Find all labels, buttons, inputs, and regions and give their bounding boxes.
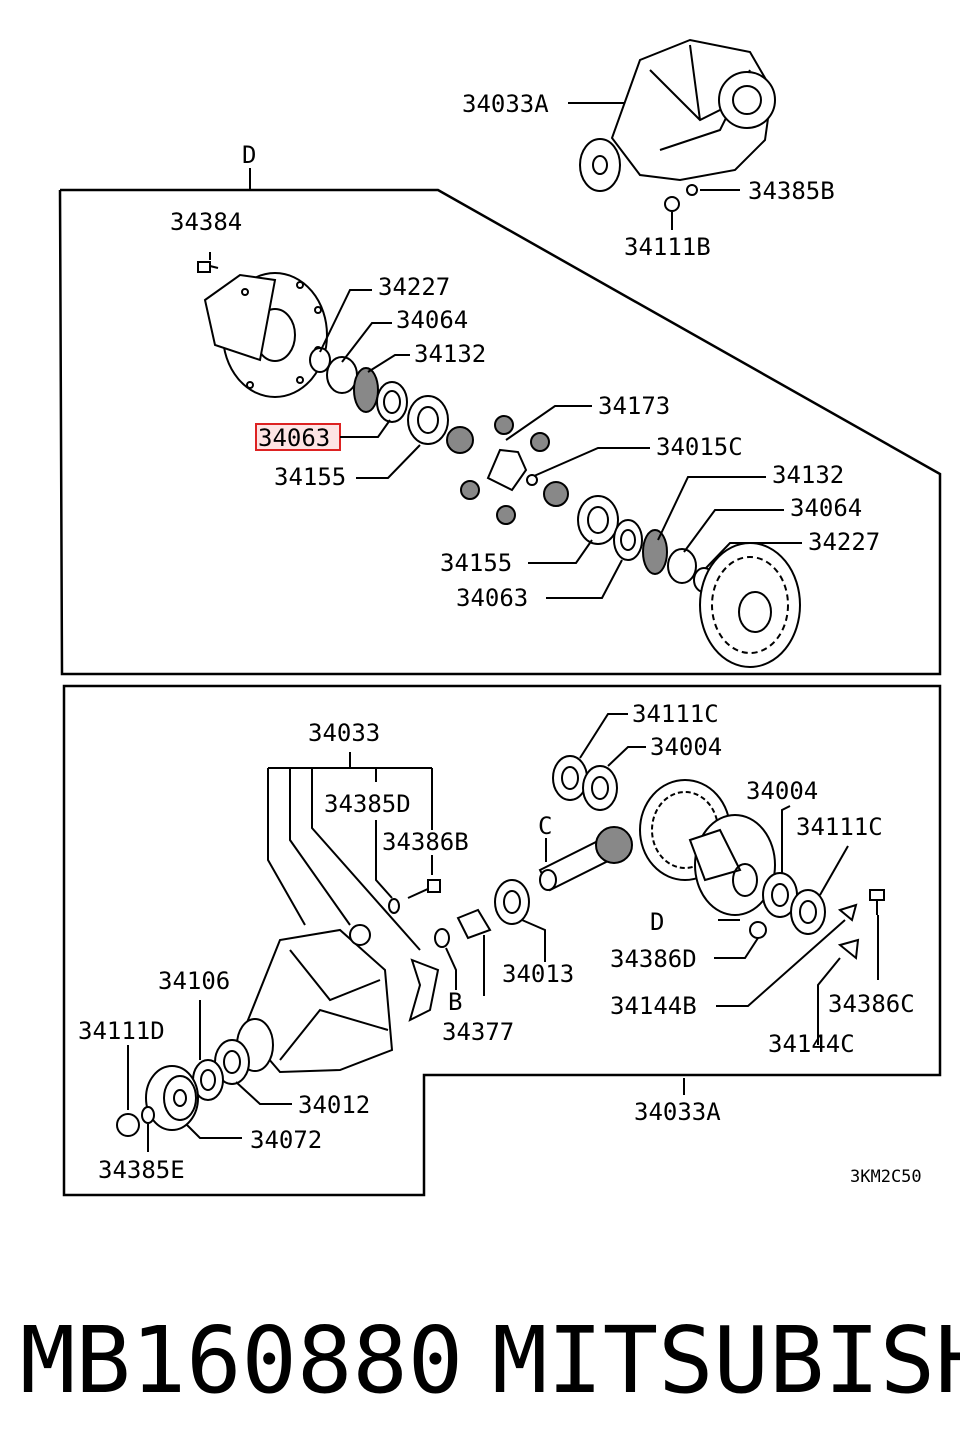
label-c: C — [538, 812, 552, 840]
companion-flange-34072 — [145, 1065, 199, 1131]
reference-code: 3KM2C50 — [850, 1167, 922, 1187]
label-34227-a: 34227 — [378, 273, 450, 301]
upper-detail-frame — [58, 188, 942, 676]
label-34384: 34384 — [170, 208, 242, 236]
drive-pinion — [538, 826, 633, 892]
friction-plate-34064-a — [326, 356, 358, 394]
label-34132-b: 34132 — [772, 461, 844, 489]
differential-case-right — [699, 542, 801, 668]
label-34072: 34072 — [250, 1126, 322, 1154]
pressure-ring-34155-b — [577, 495, 619, 545]
ring-gear-case — [639, 779, 776, 916]
thrust-washer-34227-a — [309, 347, 331, 373]
side-gear-a — [446, 426, 474, 454]
label-34132-a: 34132 — [414, 340, 486, 368]
label-34033a-top: 34033A — [462, 90, 549, 118]
label-34227-b: 34227 — [808, 528, 880, 556]
pinion-gear-c — [460, 480, 480, 500]
label-34004-a: 34004 — [650, 733, 722, 761]
label-34033: 34033 — [308, 719, 380, 747]
label-34064-b: 34064 — [790, 494, 862, 522]
differential-carrier-top — [579, 38, 776, 212]
bolt-34384 — [197, 261, 219, 273]
label-34033a-bottom: 34033A — [634, 1098, 721, 1126]
label-d-bottom: D — [650, 908, 664, 936]
brand-name: MITSUBISHI — [492, 1307, 960, 1414]
label-34173: 34173 — [598, 392, 670, 420]
bolt-34386d — [749, 921, 767, 939]
label-34111d: 34111D — [78, 1017, 165, 1045]
label-34377: 34377 — [442, 1018, 514, 1046]
label-34012: 34012 — [298, 1091, 370, 1119]
label-d-top: D — [242, 141, 256, 169]
label-34013: 34013 — [502, 960, 574, 988]
label-34063-b: 34063 — [456, 584, 528, 612]
pressure-ring-34155-a — [407, 395, 449, 445]
label-34111b: 34111B — [624, 233, 711, 261]
friction-disc-34063-a — [376, 381, 408, 423]
label-34063-highlighted: 34063 — [258, 424, 330, 452]
bolt-34386b — [407, 879, 441, 899]
label-34385d: 34385D — [324, 790, 411, 818]
label-34155-b: 34155 — [440, 549, 512, 577]
label-34111c-b: 34111C — [796, 813, 883, 841]
friction-plate-34064-b — [667, 548, 697, 584]
part-number: MB160880 — [20, 1307, 463, 1414]
differential-case-left — [203, 272, 328, 398]
label-34144b: 34144B — [610, 992, 697, 1020]
bracket-34144c — [837, 938, 860, 960]
collapsible-spacer-34377 — [456, 908, 492, 940]
pinion-gear-b — [530, 432, 550, 452]
label-34004-b: 34004 — [746, 777, 818, 805]
nut-34111d — [116, 1113, 140, 1137]
friction-disc-34063-b — [613, 519, 643, 561]
lower-assembly-frame — [62, 684, 942, 1197]
label-34385b: 34385B — [748, 177, 835, 205]
washer-34385e — [141, 1106, 155, 1124]
oil-seal-34111c-b — [790, 889, 826, 935]
label-34111c-a: 34111C — [632, 700, 719, 728]
label-34015c: 34015C — [656, 433, 743, 461]
label-34386c: 34386C — [828, 990, 915, 1018]
pinion-gear-d — [496, 505, 516, 525]
label-34386b: 34386B — [382, 828, 469, 856]
spacer-34013 — [494, 879, 530, 925]
bracket-34144b — [837, 903, 858, 922]
oil-seal-34111c-a — [552, 755, 588, 801]
pinion-gear-a — [494, 415, 514, 435]
bolt-34386c — [869, 889, 885, 915]
label-34385e: 34385E — [98, 1156, 185, 1184]
label-34064-a: 34064 — [396, 306, 468, 334]
differential-carrier-bottom — [236, 924, 440, 1074]
label-34106: 34106 — [158, 967, 230, 995]
washer-34385d — [388, 898, 400, 914]
label-34144c: 34144C — [768, 1030, 855, 1058]
small-ball — [526, 474, 538, 486]
spring-disc-34132-b — [642, 529, 668, 575]
label-b: B — [448, 988, 462, 1016]
highlight-box — [255, 423, 341, 451]
spring-disc-34132-a — [353, 367, 379, 413]
shim-b — [434, 928, 450, 948]
label-34386d: 34386D — [610, 945, 697, 973]
side-gear-b — [543, 481, 569, 507]
bearing-34004-a — [582, 765, 618, 811]
label-34155-a: 34155 — [274, 463, 346, 491]
pinion-shaft-34173 — [486, 448, 528, 492]
